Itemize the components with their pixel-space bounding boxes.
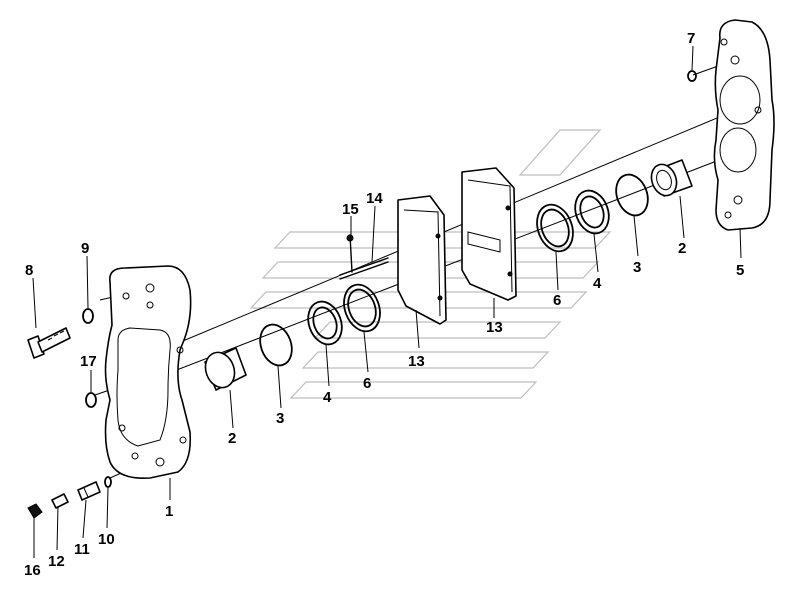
callout-16: 16: [24, 562, 41, 579]
callout-6-left: 6: [363, 375, 371, 392]
pin-clip: [346, 234, 354, 273]
seal-ring-6-right: [536, 203, 574, 253]
seal-ring-3-right: [615, 173, 649, 217]
callout-14: 14: [366, 190, 383, 207]
callout-11: 11: [74, 541, 90, 558]
piston-left: [204, 347, 247, 391]
callout-2-left: 2: [228, 430, 236, 447]
washer-17: [85, 392, 97, 408]
callout-2-right: 2: [678, 240, 686, 257]
callout-3-left: 3: [276, 410, 284, 427]
seal-ring-10: [104, 476, 112, 488]
callout-5: 5: [736, 262, 744, 279]
brake-pad-right: [461, 167, 517, 301]
callout-10: 10: [98, 531, 115, 548]
callout-4-right: 4: [593, 275, 602, 292]
dust-cap-12: [51, 493, 69, 509]
callout-13-left: 13: [408, 353, 425, 370]
caliper-half-left: [104, 265, 192, 479]
callouts: 1 2 3 4 6 13 13 6 4 3 2 5 7 8 9 17 14 15…: [24, 30, 744, 579]
callout-15: 15: [342, 201, 359, 218]
callout-7: 7: [687, 30, 695, 47]
seal-ring-4-left: [307, 300, 343, 346]
callout-17: 17: [80, 353, 97, 370]
washer-9: [82, 308, 94, 324]
retaining-pin: [339, 257, 389, 280]
callout-6-right: 6: [553, 292, 561, 309]
callout-8: 8: [25, 262, 33, 279]
bleed-nipple: [77, 481, 101, 501]
seal-ring-4-right: [574, 189, 610, 235]
mounting-bolt: [27, 327, 71, 359]
callout-12: 12: [48, 553, 65, 570]
callout-3-right: 3: [633, 259, 641, 276]
callout-1: 1: [165, 503, 173, 520]
callout-4-left: 4: [323, 389, 332, 406]
seal-ring-6-left: [343, 283, 381, 333]
brake-pad-left: [397, 195, 447, 325]
callout-13-right: 13: [486, 319, 503, 336]
leader-lines: [32, 45, 742, 558]
callout-9: 9: [81, 240, 89, 257]
piston-right: [650, 159, 693, 197]
cap-16: [27, 503, 43, 519]
caliper-half-right: [713, 19, 775, 231]
seal-ring-3-left: [259, 323, 293, 367]
fitting-7: [687, 70, 697, 82]
